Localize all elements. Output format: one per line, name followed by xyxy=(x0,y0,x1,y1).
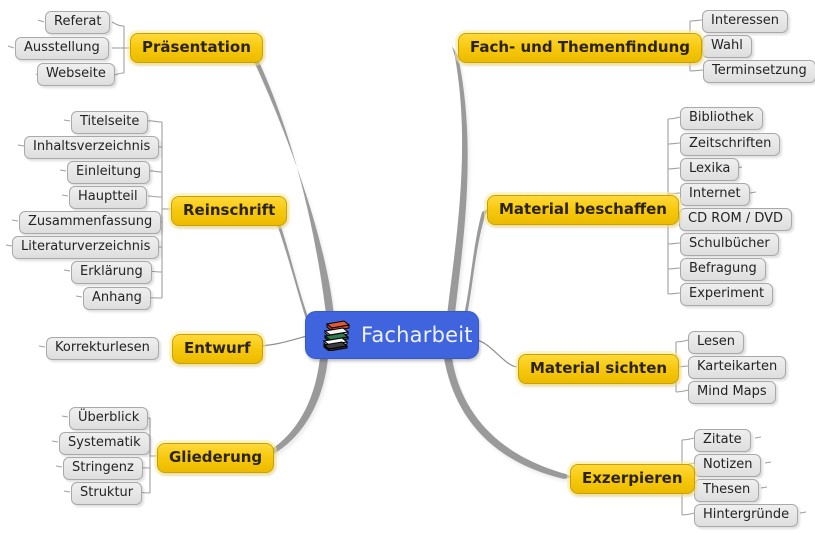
sub-node-thesen[interactable]: Thesen xyxy=(694,479,760,502)
sub-node-mind-maps[interactable]: Mind Maps xyxy=(688,381,776,404)
sub-node-lesen[interactable]: Lesen xyxy=(688,331,745,354)
sub-node-ausstellung[interactable]: Ausstellung xyxy=(15,37,109,60)
main-branch-curves xyxy=(250,46,572,479)
sub-node-cd-rom-dvd[interactable]: CD ROM / DVD xyxy=(679,208,793,231)
sub-node-befragung[interactable]: Befragung xyxy=(680,258,766,281)
sub-node-karteikarten[interactable]: Karteikarten xyxy=(688,356,787,379)
main-node-gliederung[interactable]: Gliederung xyxy=(157,443,275,473)
sub-node-ueberblick[interactable]: Überblick xyxy=(69,407,149,430)
sub-node-experiment[interactable]: Experiment xyxy=(680,283,774,306)
sub-node-erklaerung[interactable]: Erklärung xyxy=(71,261,152,284)
sub-node-lexika[interactable]: Lexika xyxy=(680,158,740,181)
main-node-exzerpieren[interactable]: Exzerpieren xyxy=(570,464,695,494)
main-node-fach-und-themenfindung[interactable]: Fach- und Themenfindung xyxy=(458,33,703,63)
sub-node-zusammenfassung[interactable]: Zusammenfassung xyxy=(19,211,162,234)
sub-node-anhang[interactable]: Anhang xyxy=(83,287,151,310)
main-node-entwurf[interactable]: Entwurf xyxy=(172,334,263,364)
sub-node-bibliothek[interactable]: Bibliothek xyxy=(680,107,763,130)
sub-node-titelseite[interactable]: Titelseite xyxy=(71,111,149,134)
sub-node-systematik[interactable]: Systematik xyxy=(59,432,150,455)
sub-node-inhaltsverzeichnis[interactable]: Inhaltsverzeichnis xyxy=(24,136,160,159)
main-node-material-sichten[interactable]: Material sichten xyxy=(518,354,680,384)
sub-node-korrekturlesen[interactable]: Korrekturlesen xyxy=(46,337,159,360)
sub-node-interessen[interactable]: Interessen xyxy=(702,10,789,33)
main-node-material-beschaffen[interactable]: Material beschaffen xyxy=(487,195,679,225)
sub-node-struktur[interactable]: Struktur xyxy=(71,482,143,505)
sub-node-hintergruende[interactable]: Hintergründe xyxy=(694,504,799,527)
sub-node-zeitschriften[interactable]: Zeitschriften xyxy=(680,133,781,156)
sub-node-referat[interactable]: Referat xyxy=(45,11,111,34)
center-node-label: Facharbeit xyxy=(361,323,473,347)
main-node-reinschrift[interactable]: Reinschrift xyxy=(171,196,288,226)
sub-node-webseite[interactable]: Webseite xyxy=(37,63,115,86)
center-node[interactable]: Facharbeit xyxy=(305,311,479,359)
main-node-praesentation[interactable]: Präsentation xyxy=(130,33,263,63)
sub-node-literaturverzeichnis[interactable]: Literaturverzeichnis xyxy=(12,236,160,259)
sub-node-schulbuecher[interactable]: Schulbücher xyxy=(680,233,779,256)
sub-node-hauptteil[interactable]: Hauptteil xyxy=(69,186,147,209)
sub-node-internet[interactable]: Internet xyxy=(680,183,750,206)
sub-node-wahl[interactable]: Wahl xyxy=(702,35,752,58)
sub-node-zitate[interactable]: Zitate xyxy=(694,429,751,452)
sub-node-einleitung[interactable]: Einleitung xyxy=(67,161,151,184)
sub-node-notizen[interactable]: Notizen xyxy=(694,454,762,477)
books-stack-icon xyxy=(322,320,351,351)
sub-node-terminsetzung[interactable]: Terminsetzung xyxy=(703,60,815,83)
sub-node-stringenz[interactable]: Stringenz xyxy=(63,457,143,480)
